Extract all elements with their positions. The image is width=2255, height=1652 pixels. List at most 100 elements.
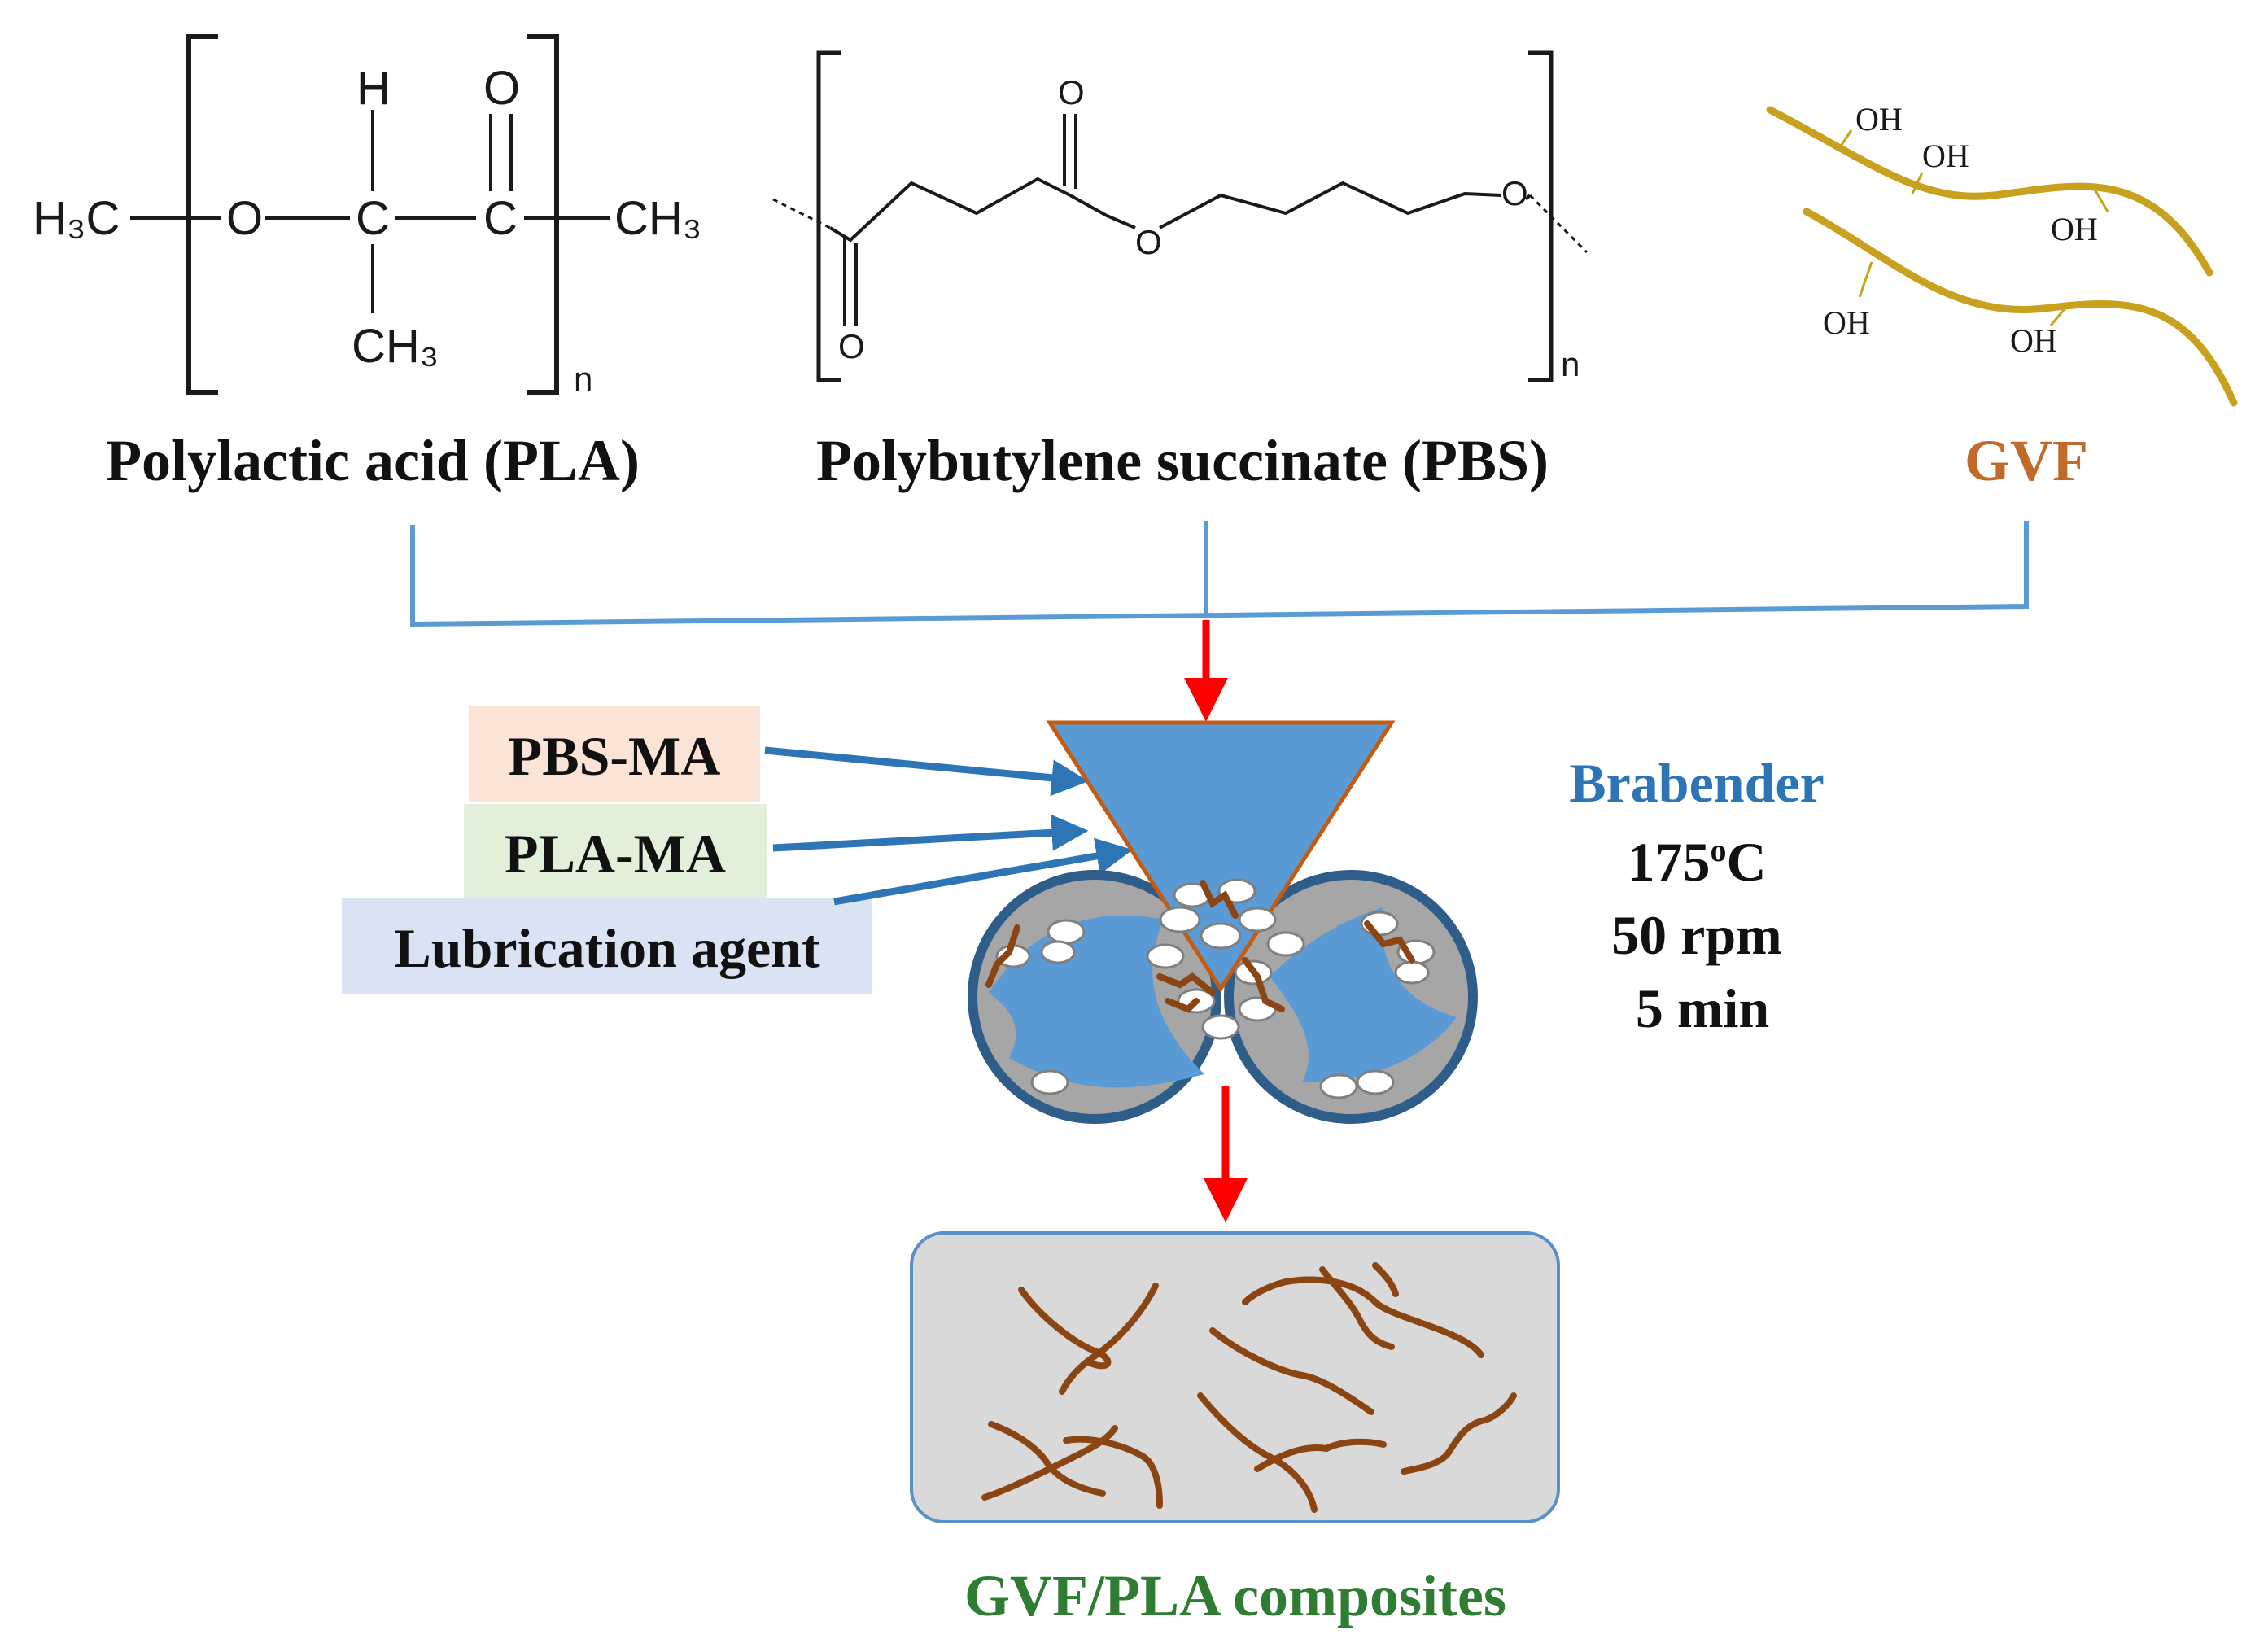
mixer-speed: 50 rpm — [1611, 904, 1782, 966]
pellet — [1356, 1069, 1395, 1095]
pbs-subscript-n: n — [1561, 345, 1580, 383]
pbs-o-bottom: O — [838, 327, 865, 365]
additive-box-lubrication — [342, 898, 872, 994]
pbs-o-right: O — [1501, 174, 1528, 212]
pla-right-bracket — [527, 34, 559, 395]
gvf-oh-label: OH — [2051, 211, 2098, 247]
gvf-fiber-top — [1766, 106, 2213, 277]
pellet — [1266, 931, 1305, 957]
fiber — [1319, 1266, 1395, 1350]
gvf-fibers: OH OH OH OH OH GVF — [1766, 101, 2238, 493]
pellet — [1030, 1069, 1069, 1095]
fiber — [1209, 1327, 1374, 1415]
pla-title: Polylactic acid (PLA) — [106, 428, 640, 493]
additive-label-pla-ma: PLA-MA — [505, 823, 726, 885]
gvf-title: GVF — [1964, 428, 2088, 493]
gvf-oh-bond — [1858, 261, 1873, 298]
mixer-conditions: Brabender 175oC 50 rpm 5 min — [1569, 752, 1825, 1039]
fiber — [1018, 1287, 1112, 1370]
pla-o-top: O — [483, 62, 520, 115]
pellet — [1319, 1073, 1358, 1099]
pla-c-chain1: C — [356, 192, 390, 245]
gvf-oh-label: OH — [2010, 322, 2057, 359]
fiber — [985, 924, 1020, 988]
composite-product: GVF/PLA composites — [910, 1231, 1560, 1628]
gvf-oh-bond — [2090, 183, 2109, 212]
gvf-oh-label: OH — [1823, 304, 1870, 341]
fiber — [1059, 1283, 1159, 1395]
pbs-o-chain: O — [1135, 223, 1162, 261]
mixer-temperature-unit: C — [1726, 831, 1766, 893]
fiber — [1156, 972, 1216, 996]
brabender-mixer — [968, 720, 1478, 1124]
pla-structure: H₃C O C C CH₃ H O CH₃ n Polylactic acid … — [33, 34, 701, 493]
gvf-oh-bond — [2049, 305, 2069, 326]
gvf-oh-bond — [1911, 172, 1924, 194]
pbs-dashed-end — [1528, 194, 1589, 254]
composite-fibers — [981, 1262, 1517, 1513]
mixer-time: 5 min — [1636, 977, 1769, 1039]
fiber — [1200, 880, 1239, 919]
mixer-temperature-value: 175 — [1627, 831, 1710, 893]
mixer-rotor-blade — [1270, 907, 1457, 1082]
fiber — [1063, 1436, 1163, 1509]
pbs-dashed-end — [772, 198, 831, 229]
mixer-temperature: 175oC — [1627, 831, 1766, 893]
composite-box — [910, 1231, 1560, 1523]
gvf-fiber-bottom — [1803, 208, 2238, 407]
pellet — [1040, 940, 1076, 964]
additive-label-pbs-ma: PBS-MA — [509, 725, 721, 787]
pla-ch3-bottom: CH₃ — [352, 320, 439, 373]
gvf-oh-label: OH — [1855, 101, 1903, 138]
pbs-bond — [1524, 194, 1532, 201]
pellet — [1159, 906, 1201, 933]
pbs-o-top: O — [1058, 73, 1085, 111]
pellet — [1146, 943, 1185, 969]
mixer-temperature-degree: o — [1710, 832, 1726, 868]
feed-connector — [410, 521, 2029, 722]
pbs-left-bracket — [816, 50, 841, 382]
pla-h3c-left: H₃C — [33, 192, 120, 245]
additive-label-lubrication: Lubrication agent — [394, 917, 820, 979]
pbs-chain — [828, 177, 1136, 243]
pellet — [1201, 1014, 1240, 1040]
pbs-right-bracket — [1528, 50, 1554, 382]
connector-line — [410, 521, 2029, 627]
pla-subscript-n: n — [574, 360, 592, 398]
pellet — [1394, 960, 1430, 985]
pla-o-chain: O — [226, 192, 263, 245]
composite-title: GVF/PLA composites — [964, 1563, 1506, 1628]
pbs-structure: O O O O n Polybutylene succinate (PBS) — [772, 50, 1589, 493]
additives: PBS-MA PLA-MA Lubrication agent — [342, 706, 1134, 994]
fiber — [1242, 1276, 1484, 1358]
mixer-hopper — [1046, 720, 1396, 993]
fiber — [1364, 920, 1415, 964]
mixer-name: Brabender — [1569, 752, 1825, 814]
pla-ch3-right: CH₃ — [614, 192, 701, 245]
pellet — [1238, 907, 1277, 933]
pla-c-chain2: C — [483, 192, 518, 245]
mixer-fibers — [985, 880, 1415, 1013]
pellet — [1047, 919, 1086, 945]
fiber — [1165, 998, 1200, 1013]
fiber — [1242, 957, 1285, 1012]
pellet — [1200, 922, 1242, 950]
pbs-title: Polybutylene succinate (PBS) — [816, 428, 1549, 493]
additive-arrow — [764, 746, 1089, 797]
additive-box-pbs-ma — [469, 706, 760, 802]
fiber — [988, 1421, 1106, 1497]
fiber — [1254, 1438, 1387, 1472]
fiber — [1372, 1262, 1399, 1297]
mixer-pellets — [995, 878, 1436, 1099]
fiber — [1197, 1392, 1318, 1513]
pla-left-bracket — [186, 34, 218, 395]
additive-arrow — [772, 814, 1089, 852]
fiber — [1401, 1392, 1517, 1475]
additive-box-pla-ma — [464, 804, 767, 898]
gvf-oh-label: OH — [1922, 138, 1969, 174]
additive-arrow — [833, 837, 1134, 906]
pla-h-top: H — [356, 62, 391, 115]
pbs-chain — [1159, 181, 1502, 229]
gvf-oh-bond — [1840, 129, 1853, 146]
